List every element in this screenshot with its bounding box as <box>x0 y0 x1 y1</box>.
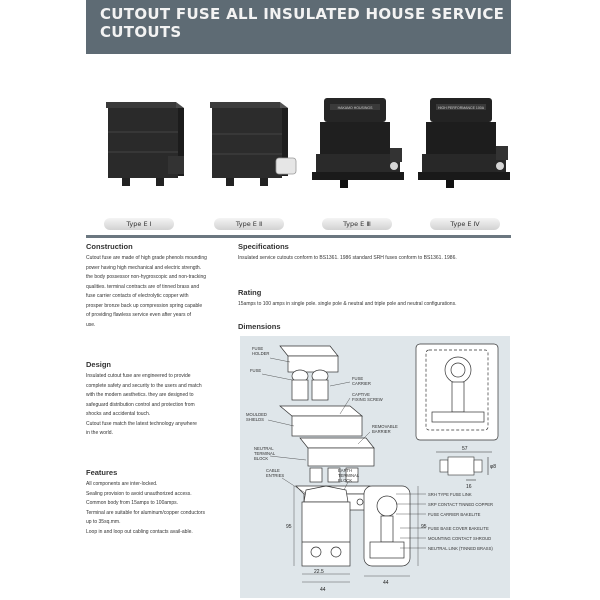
product-type-e1-image <box>106 102 184 186</box>
moulded-shields-label-2: SHIELDS <box>246 417 264 422</box>
rating-section: Rating 15amps to 100 amps in single pole… <box>238 288 510 310</box>
rating-heading: Rating <box>238 288 262 297</box>
section-divider <box>86 235 511 238</box>
fuse-label: FUSE <box>250 368 261 373</box>
caption-type-e1: Type E Ⅰ <box>104 218 174 230</box>
rating-text: 15amps to 100 amps in single pole. singl… <box>238 301 457 307</box>
features-text: All components are inter-locked. Sealing… <box>86 481 205 535</box>
section-label-srp-contact: SRP CONTACT TINNED COPPER <box>428 502 493 507</box>
front-view-drawing <box>301 485 351 567</box>
earth-terminal-label-2: TERMINAL <box>338 473 360 478</box>
design-heading: Design <box>86 360 112 369</box>
section-label-mounting-contact: MOUNTING CONTACT SHROUD <box>428 536 491 541</box>
neutral-terminal-label-1: NEUTRAL <box>254 446 274 451</box>
design-section: Design Insulated cutout fuse are enginee… <box>86 360 226 439</box>
specifications-heading: Specifications <box>238 242 289 251</box>
front-height-label: 95 <box>286 524 292 530</box>
product-type-e2-image <box>210 102 297 186</box>
construction-heading: Construction <box>86 242 133 251</box>
design-text: Insulated cutout fuse are engineered to … <box>86 373 202 436</box>
features-section: Features All components are inter-locked… <box>86 468 226 537</box>
captive-screw-label-1: CAPTIVE <box>352 392 370 397</box>
dimensions-drawing: FUSE HOLDER FUSE FUSE CARRIER CAPTIVE FI… <box>240 336 510 598</box>
specifications-section: Specifications Insulated service cutouts… <box>238 242 510 264</box>
product-type-e4-image: HIGH PERFORMANCE 100A <box>418 98 510 188</box>
section-label-srh-fuse-link: SRH TYPE FUSE LINK <box>428 492 472 497</box>
dimensions-heading: Dimensions <box>238 322 281 331</box>
product-type-e3-image: HAKAMO HOUSINGS <box>312 98 404 188</box>
fuse-carrier-label-1: FUSE <box>352 376 363 381</box>
dim-16-label: 16 <box>466 484 472 490</box>
section-label-neutral-link: NEUTRAL LINK (TINNED BRASS) <box>428 546 493 551</box>
section-view-dim-lines <box>364 486 426 577</box>
fuse-holder-label-1: FUSE <box>252 346 263 351</box>
removable-barrier-label-2: BARRIER <box>372 429 391 434</box>
earth-terminal-label-3: BLOCK <box>338 478 352 483</box>
specifications-text: Insulated service cutouts conform to BS1… <box>238 255 457 261</box>
moulded-shields-label-1: MOULDED <box>246 412 267 417</box>
section-height-label: 95 <box>421 524 427 530</box>
product-photos: HAKAMO HOUSINGS HIGH PERFORMANCE 100A Ty… <box>86 54 511 234</box>
section-label-fuse-carrier: FUSE CARRIER BAKELITE <box>428 512 481 517</box>
construction-text: Cutout fuse are made of high grade pheno… <box>86 255 207 328</box>
front-view-dim-lines <box>293 486 350 583</box>
product-type-e4-label: HIGH PERFORMANCE 100A <box>438 106 485 110</box>
dim-57-label: 57 <box>462 446 468 452</box>
front-half-width-label: 22.5 <box>314 569 324 575</box>
fuse-holder-label-2: HOLDER <box>252 351 269 356</box>
dimensions-section: Dimensions <box>238 322 510 334</box>
caption-type-e4: Type E Ⅳ <box>430 218 500 230</box>
exploded-view-drawing <box>279 345 379 511</box>
cable-entries-label-1: CABLE <box>266 468 280 473</box>
removable-barrier-label-1: REMOVABLE <box>372 424 398 429</box>
exploded-view-leader-lines <box>261 357 371 499</box>
section-label-fuse-base-cover: FUSE BASE COVER BAKELITE <box>428 526 489 531</box>
captive-screw-label-2: FIXING SCREW <box>352 397 383 402</box>
caption-type-e2: Type E Ⅱ <box>214 218 284 230</box>
fuse-link-drawing <box>436 451 492 481</box>
earth-terminal-label-1: EARTH <box>338 468 352 473</box>
page-header: CUTOUT FUSE ALL INSULATED HOUSE SERVICE … <box>86 0 511 54</box>
fuse-cross-section-drawing <box>415 343 499 441</box>
front-width-label: 44 <box>320 587 326 593</box>
cable-entries-label-2: ENTRIES <box>266 473 284 478</box>
neutral-terminal-label-3: BLOCK <box>254 456 268 461</box>
section-width-label: 44 <box>383 580 389 586</box>
dim-phi8-label: φ8 <box>490 464 496 470</box>
fuse-carrier-label-2: CARRIER <box>352 381 371 386</box>
features-heading: Features <box>86 468 118 477</box>
caption-type-e3: Type E Ⅲ <box>322 218 392 230</box>
section-view-drawing <box>363 485 411 567</box>
neutral-terminal-label-2: TERMINAL <box>254 451 276 456</box>
page-title: CUTOUT FUSE ALL INSULATED HOUSE SERVICE … <box>100 5 505 41</box>
product-type-e3-label: HAKAMO HOUSINGS <box>338 106 373 110</box>
construction-section: Construction Cutout fuse are made of hig… <box>86 242 226 330</box>
